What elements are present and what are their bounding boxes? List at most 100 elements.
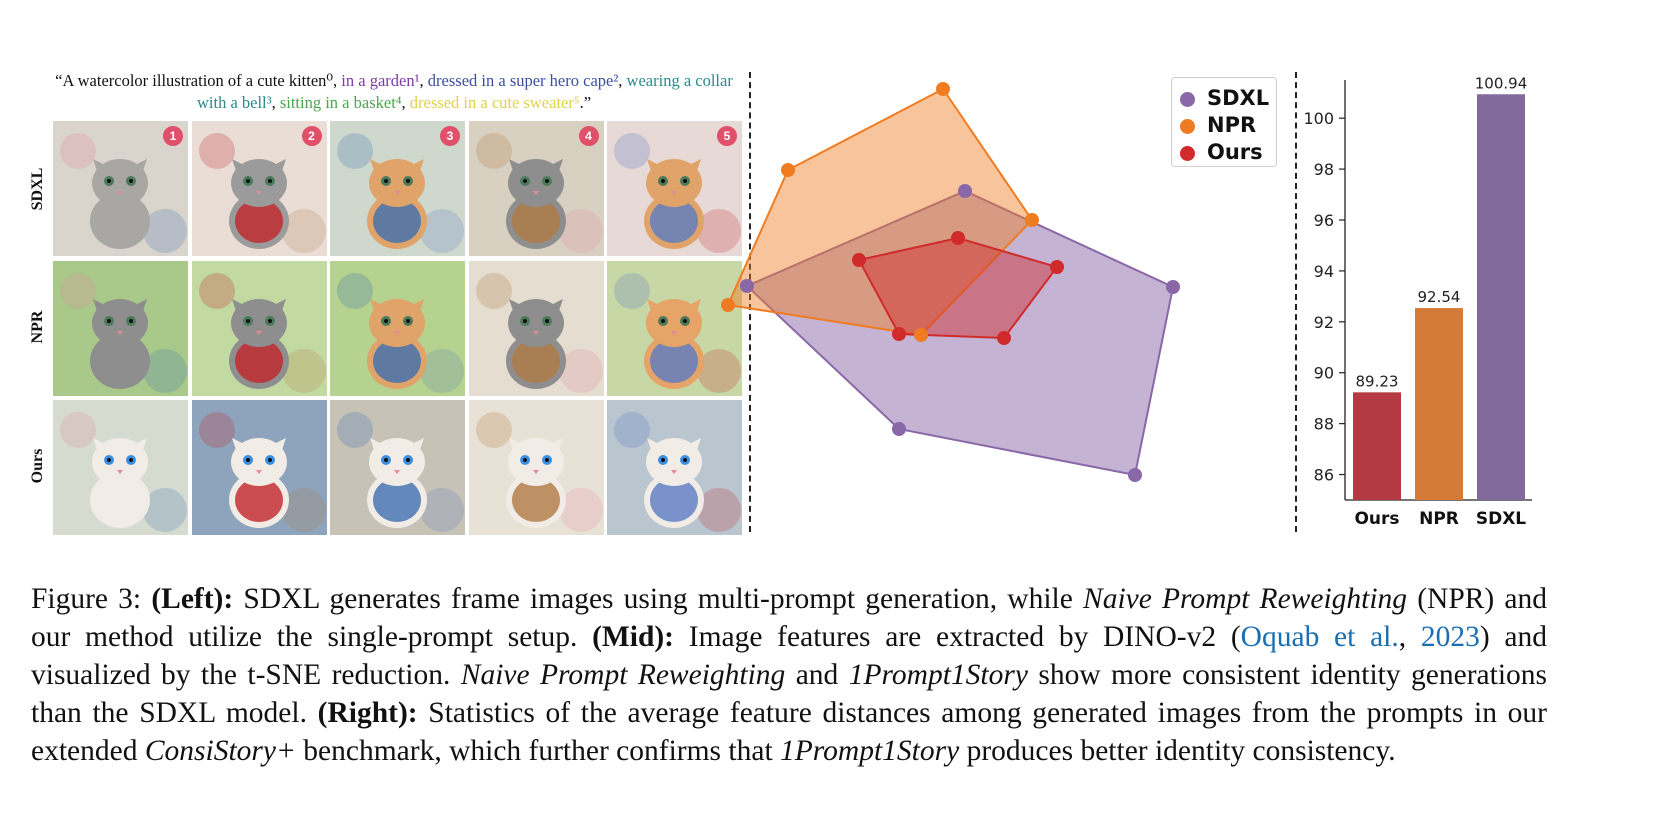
prompt-separator: , (333, 71, 342, 90)
tsne-point-ours (852, 253, 866, 267)
x-tick-label: SDXL (1476, 509, 1526, 529)
frame-badge: 2 (301, 126, 322, 146)
prompt-frame-4: sitting in a basket⁴ (279, 93, 402, 112)
caption-text: Image features are extracted by DINO-v2 … (674, 621, 1241, 653)
kitten-image-sdxl-bell: 3 (330, 121, 465, 256)
tsne-point-sdxl (1128, 468, 1142, 482)
divider-left (749, 72, 751, 532)
bar-value-label: 92.54 (1418, 288, 1461, 306)
caption-text: benchmark, which further confirms that (295, 735, 781, 767)
y-tick-label: 98 (1314, 160, 1334, 179)
tsne-hull-ours (857, 236, 1059, 340)
kitten-image-npr-basket (468, 260, 604, 396)
y-tick-label: 90 (1314, 364, 1334, 383)
y-tick-label: 92 (1314, 313, 1334, 332)
caption-benchmark-name: ConsiStory+ (144, 735, 296, 767)
prompt-separator: , (271, 93, 280, 112)
x-tick-label: Ours (1354, 509, 1399, 529)
bar-npr (1415, 308, 1463, 500)
kitten-image-sdxl-cape: 2 (191, 121, 327, 256)
caption-figure-number: Figure 3: (31, 583, 152, 615)
kitten-image-npr-bell (330, 260, 465, 396)
tsne-point-ours (1050, 260, 1064, 274)
row-label-npr: NPR (29, 310, 46, 344)
tsne-point-ours (951, 231, 965, 245)
tsne-point-sdxl (1166, 280, 1180, 294)
frame-badge: 1 (163, 126, 183, 146)
caption-left-label: (Left): (151, 583, 234, 615)
y-tick-label: 86 (1314, 466, 1334, 485)
tsne-point-sdxl (958, 184, 972, 198)
caption-right-label: (Right): (317, 697, 418, 729)
x-tick-label: NPR (1419, 509, 1459, 529)
tsne-hull-npr (726, 87, 1034, 337)
kitten-image-npr-sweater (607, 260, 742, 396)
legend-marker-npr (1180, 119, 1195, 134)
caption-method-name: 1Prompt1Story (780, 735, 960, 767)
tsne-point-ours (892, 327, 906, 341)
tsne-point-npr (781, 163, 795, 177)
kitten-image-ours-garden (53, 400, 188, 535)
tsne-point-npr (914, 328, 928, 342)
kitten-image-ours-cape (191, 400, 327, 535)
caption-text: ) and visualized by the t-SNE reduction. (31, 621, 1547, 691)
y-tick-label: 100 (1303, 109, 1334, 128)
prompt-frame-5: dressed in a cute sweater⁵ (409, 93, 580, 112)
y-tick-label: 94 (1314, 262, 1334, 281)
prompt-frame-1: in a garden¹ (341, 71, 420, 90)
caption-text: produces better identity consistency. (959, 735, 1396, 767)
prompt-close-quote: .” (579, 93, 592, 112)
tsne-point-sdxl (740, 279, 754, 293)
caption-text: , (1398, 621, 1421, 653)
bar-value-label: 89.23 (1356, 372, 1399, 390)
citation-author-link[interactable]: Oquab et al. (1240, 621, 1399, 653)
caption-mid-label: (Mid): (592, 621, 675, 653)
legend-label-ours: Ours (1207, 140, 1263, 164)
caption-text: SDXL generates frame images using multi-… (233, 583, 1084, 615)
prompt-separator: , (419, 71, 428, 90)
kitten-image-sdxl-basket: 4 (468, 121, 604, 256)
caption-text: and (785, 659, 849, 691)
tsne-point-sdxl (892, 422, 906, 436)
y-tick-label: 88 (1314, 415, 1334, 434)
kitten-image-ours-basket (468, 400, 604, 535)
caption-text: show more consistent identity generation… (31, 659, 1548, 729)
legend-marker-sdxl (1180, 92, 1195, 107)
kitten-image-npr-cape (191, 260, 327, 396)
tsne-point-ours (997, 331, 1011, 345)
frame-badge: 4 (578, 126, 599, 146)
prompt-frame-2: dressed in a super hero cape² (427, 71, 619, 90)
row-label-sdxl: SDXL (29, 167, 46, 211)
bar-value-label: 100.94 (1475, 74, 1528, 92)
kitten-image-sdxl-sweater: 5 (607, 121, 742, 256)
kitten-image-npr-garden (53, 260, 188, 396)
tsne-point-npr (936, 82, 950, 96)
divider-right (1295, 72, 1297, 532)
legend-label-sdxl: SDXL (1207, 86, 1270, 110)
tsne-hull-sdxl (745, 189, 1175, 477)
prompt-text: “A watercolor illustration of a cute kit… (54, 70, 734, 114)
prompt-separator: , (618, 71, 627, 90)
bar-ours (1353, 392, 1401, 500)
prompt-frame-0: A watercolor illustration of a cute kitt… (62, 71, 334, 90)
legend-label-npr: NPR (1207, 113, 1257, 137)
caption-text: Statistics of the average feature distan… (31, 697, 1547, 767)
citation-year-link[interactable]: 2023 (1420, 621, 1480, 653)
bar-sdxl (1477, 94, 1525, 500)
row-label-ours: Ours (29, 448, 46, 484)
figure-caption: Figure 3: (Left): SDXL generates frame i… (31, 580, 1547, 770)
caption-method-name: Naive Prompt Reweighting (1083, 583, 1408, 615)
kitten-image-ours-bell (330, 400, 465, 535)
caption-text: (NPR) and our method utilize the single-… (31, 583, 1548, 653)
prompt-separator: , (401, 93, 410, 112)
caption-method-name: 1Prompt1Story (848, 659, 1028, 691)
caption-method-name: Naive Prompt Reweighting (460, 659, 786, 691)
kitten-image-ours-sweater (607, 400, 742, 535)
frame-badge: 3 (440, 126, 460, 146)
tsne-point-npr (1025, 213, 1039, 227)
legend-marker-ours (1180, 146, 1195, 161)
frame-badge: 5 (717, 126, 737, 146)
prompt-open-quote: “ (55, 71, 63, 90)
legend: SDXL NPR Ours (1171, 77, 1277, 167)
prompt-frame-3: wearing a collar with a bell³ (196, 71, 733, 112)
